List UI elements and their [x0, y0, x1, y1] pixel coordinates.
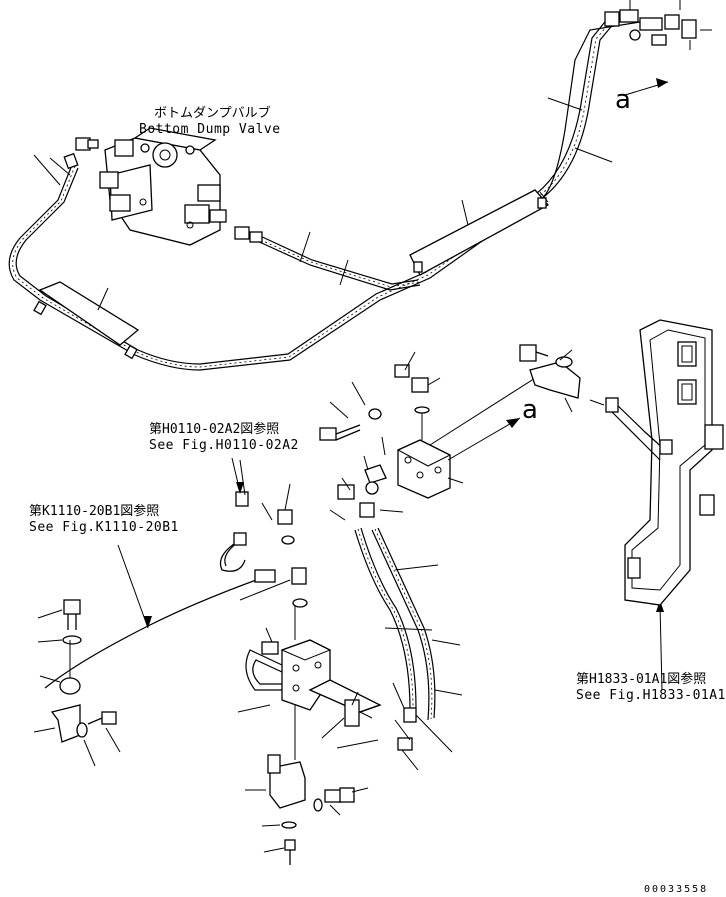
lower-valve — [44, 459, 382, 865]
middle-assembly — [319, 344, 605, 521]
ref-h0110-label-jp: 第H0110-02A2図参照 — [149, 422, 280, 437]
upper-hose-assembly — [8, 0, 712, 371]
hose-sleeve-left — [38, 281, 140, 346]
ref-leaders — [231, 457, 664, 691]
ref-h0110-label-en: See Fig.H0110-02A2 — [149, 438, 299, 453]
leader-lines-upper — [33, 78, 669, 311]
ref-h1833-label-jp: 第H1833-01A1図参照 — [576, 672, 707, 687]
hose-sleeve-right — [409, 189, 550, 276]
callout-a-mid: a — [522, 395, 538, 425]
bottom-dump-valve — [99, 127, 263, 246]
center-hoses — [354, 527, 463, 771]
bottom-dump-valve-label-en: Bottom Dump Valve — [139, 122, 281, 137]
ref-k1110-label-jp: 第K1110-20B1図参照 — [29, 504, 160, 519]
ref-k1110-label-en: See Fig.K1110-20B1 — [29, 520, 179, 535]
drawing-number: 00033558 — [644, 884, 709, 895]
frame-bracket — [605, 319, 724, 606]
bottom-dump-valve-label-jp: ボトムダンプバルブ — [154, 106, 271, 121]
callout-a-top: a — [615, 85, 631, 115]
left-clamp-parts — [33, 544, 152, 767]
ref-h1833-label-en: See Fig.H1833-01A1 — [576, 688, 726, 703]
